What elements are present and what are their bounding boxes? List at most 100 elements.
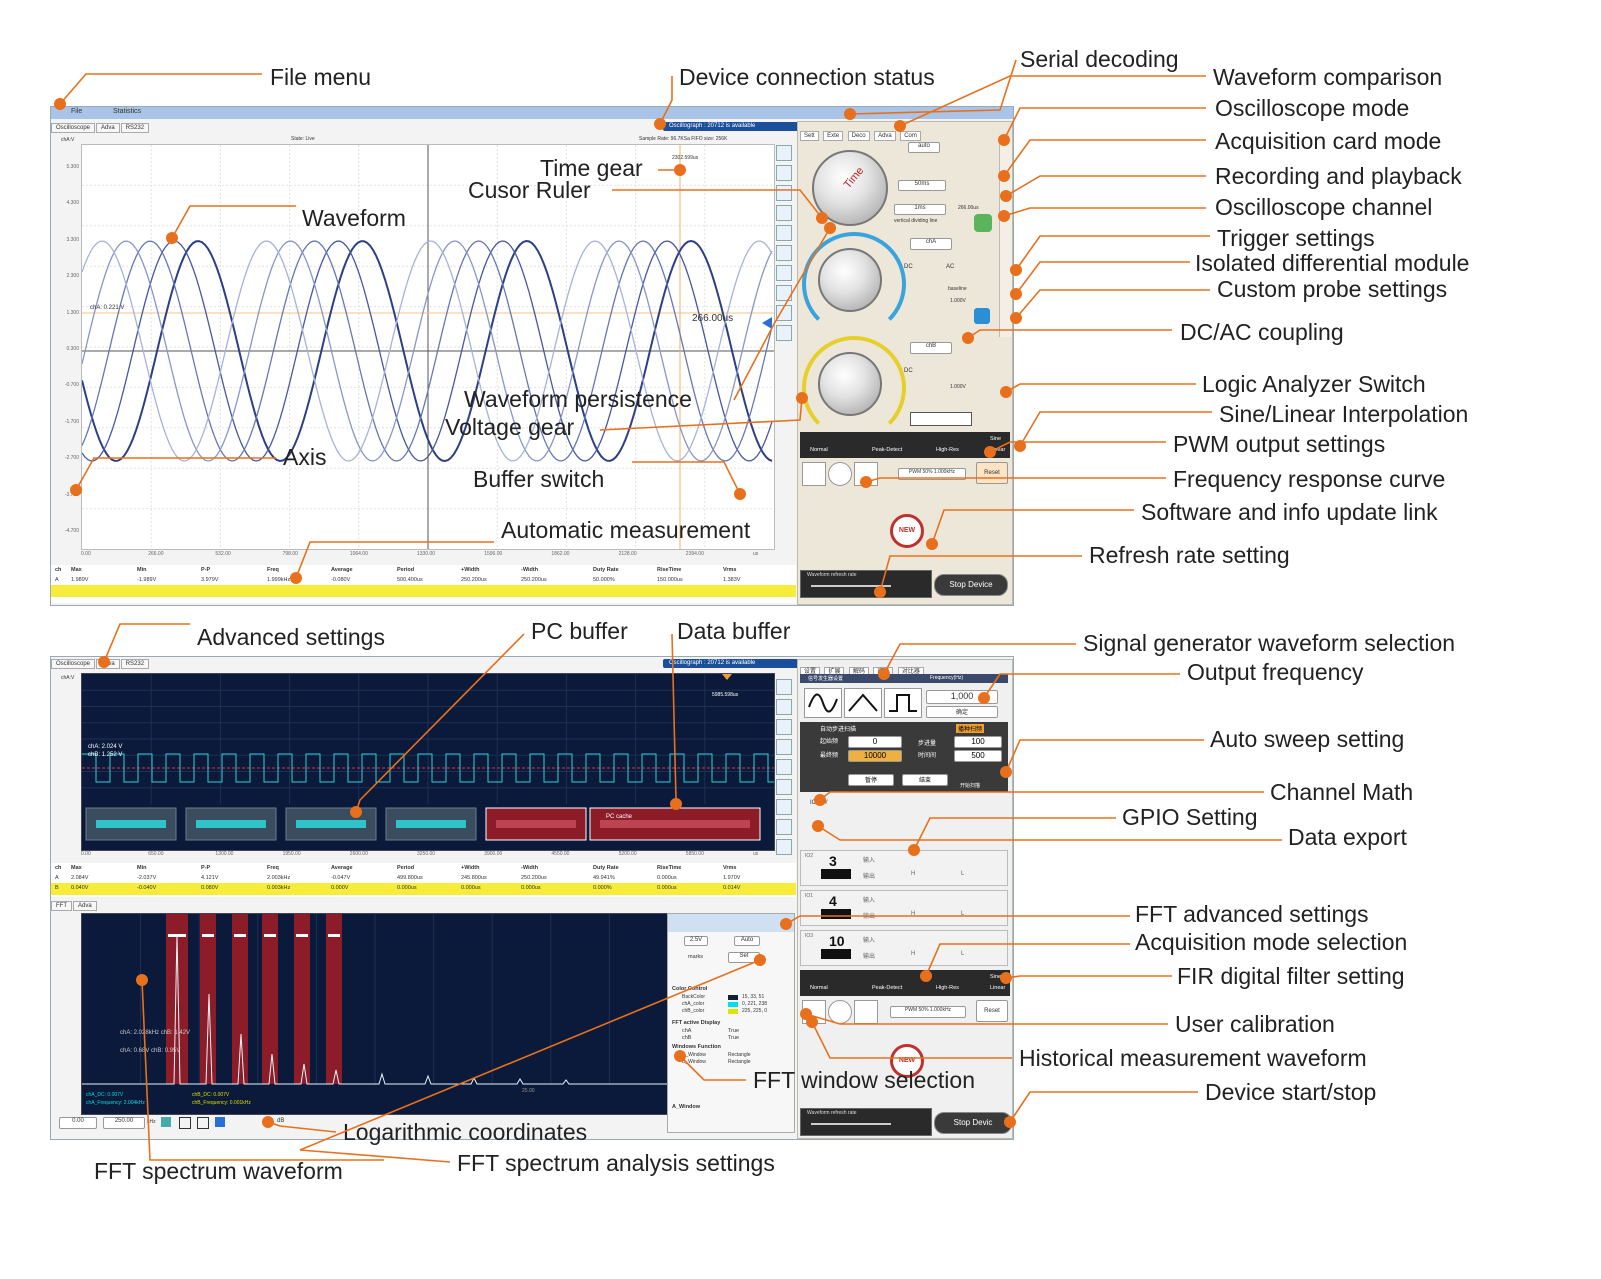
reset-button[interactable]: Reset [976,462,1008,484]
gpio-input-radio[interactable]: 输入 [863,898,876,904]
math-icon[interactable] [776,305,792,321]
acq-normal[interactable]: Normal [810,447,828,453]
fft-cha-true-val[interactable]: True [728,1028,740,1034]
fft-ruler-icon[interactable] [179,1117,191,1129]
output-frequency-input[interactable]: 1,000 [926,690,998,704]
start-sweep-label[interactable]: 开始扫描 [960,783,981,789]
db-checkbox[interactable]: dB [277,1118,285,1124]
interp-sine[interactable]: Sine [990,436,1002,442]
side-tab-adva[interactable]: Adva [874,131,896,141]
time-gear-knob[interactable]: Time [812,150,888,226]
sine-wave-button[interactable] [804,688,842,718]
b-pwm-output-button[interactable]: PWM 50% 1.000kHz [890,1006,966,1018]
fft-start-input[interactable]: 0.00 [59,1117,97,1129]
time-select-2[interactable]: 1ms [894,204,946,215]
io-diy-radio[interactable]: IO DIY [810,800,829,806]
gpio-low-radio[interactable]: L [961,911,965,917]
image-icon[interactable] [776,285,792,301]
f-icon[interactable] [776,185,792,201]
history-waveform-icon[interactable] [854,1000,878,1024]
fft-zoom-icon[interactable] [161,1117,171,1127]
b-interp-linear[interactable]: Linear [990,985,1006,991]
fft-cha-select[interactable]: 2.5V [684,936,708,946]
b-f-icon[interactable] [776,719,792,735]
freq-response-icon[interactable] [802,462,826,486]
fft-spectrum-plot[interactable]: chA: 2.028kHz chB: 1.42V chA: 0.68V chB:… [81,913,669,1115]
b-hruler-icon[interactable] [776,759,792,775]
baseline-label[interactable]: baseline [948,286,967,292]
grid-icon[interactable] [776,325,792,341]
freq-confirm-button[interactable]: 确定 [926,706,998,718]
stop-sweep-button[interactable]: 结束 [902,774,948,786]
menu-statistics[interactable]: Statistics [113,108,142,115]
cha-voltage-knob[interactable] [818,248,882,312]
cha-button[interactable]: chA [910,238,952,250]
fft-chb-true-val[interactable]: True [728,1035,740,1041]
fft-tab-adva[interactable]: Adva [73,901,97,911]
start-freq-input[interactable]: 0 [848,736,902,748]
b-gear-icon[interactable] [828,1000,852,1024]
gpio-output-radio[interactable]: 输出 [863,914,876,920]
time-interval-input[interactable]: 500 [954,750,1002,762]
fft-set-button[interactable]: Set [728,952,760,963]
acq-peak-detect[interactable]: Peak-Detect [872,447,903,453]
b-zoom-in-icon[interactable] [776,699,792,715]
triangle-wave-button[interactable] [844,688,882,718]
interp-linear[interactable]: Linear [990,447,1006,453]
record-playback-icon[interactable] [974,214,992,232]
step-input[interactable]: 100 [954,736,1002,748]
save-icon[interactable] [776,265,792,281]
fft-end-input[interactable]: 250.00 [103,1117,145,1129]
fft-grid-icon[interactable] [197,1117,209,1129]
side-tab-sett[interactable]: Sett [800,131,819,141]
side-tab-deco[interactable]: Deco [847,131,870,141]
logic-analyzer-icon[interactable] [910,412,972,426]
time-select-1[interactable]: 50ms [898,180,946,191]
gpio-high-radio[interactable]: H [911,951,916,957]
tab-adva[interactable]: Adva [96,123,120,133]
menu-file[interactable]: File [71,108,83,115]
b-stop-device-button[interactable]: Stop Devic [934,1112,1012,1134]
square-wave-plot[interactable]: PC cache chA: 2.024 V chB: 1.252 V 5985.… [81,673,775,851]
btab-adva[interactable]: Adva [96,659,120,669]
b-acq-high-res[interactable]: High-Res [936,985,959,991]
gpio-output-radio[interactable]: 输出 [863,954,876,960]
cha-refresh-icon[interactable] [974,308,990,324]
b-acq-peak-detect[interactable]: Peak-Detect [872,985,903,991]
new-update-badge[interactable]: NEW [890,514,924,548]
gpio-input-radio[interactable]: 输入 [863,938,876,944]
fft-save-icon[interactable] [215,1117,225,1127]
acq-high-res[interactable]: High-Res [936,447,959,453]
tab-rs232[interactable]: RS232 [120,123,150,133]
fft-tab-fft[interactable]: FFT [51,901,72,911]
side-tab-com[interactable]: Com [900,131,921,141]
chb-button[interactable]: chB [910,342,952,354]
refresh-rate-slider[interactable] [811,585,891,587]
fir-filter-icon[interactable] [854,462,878,486]
side-tab-exte[interactable]: Exte [823,131,844,141]
b-acq-normal[interactable]: Normal [810,985,828,991]
gpio-high-radio[interactable]: H [911,871,916,877]
b-chart-icon[interactable] [776,779,792,795]
marks-checkbox[interactable]: marks [688,954,703,960]
cursor-ruler-icon[interactable] [776,205,792,221]
zoom-in-icon[interactable] [776,165,792,181]
gpio-output-radio[interactable]: 输出 [863,874,876,880]
gear-icon[interactable] [828,462,852,486]
gpio-input-radio[interactable]: 输入 [863,858,876,864]
user-calibration-icon[interactable] [802,1000,826,1024]
auto-button[interactable]: auto [908,142,940,153]
b-zoom-fit-icon[interactable] [776,679,792,695]
b-reset-button[interactable]: Reset [976,1000,1008,1022]
tab-oscilloscope[interactable]: Oscilloscope [51,123,96,133]
gpio-low-radio[interactable]: L [961,951,965,957]
channel-math-icon[interactable] [776,799,792,815]
stop-device-button[interactable]: Stop Device [934,574,1008,596]
pause-button[interactable]: 暂停 [848,774,894,786]
btab-oscilloscope[interactable]: Oscilloscope [51,659,96,669]
fft-auto-select[interactable]: Auto [734,936,760,946]
